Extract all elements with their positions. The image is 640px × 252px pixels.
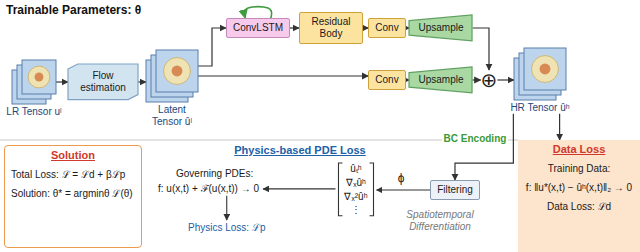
field-core <box>172 66 183 77</box>
node-label: Total Loss: ℒ = ℒd + βℒp <box>11 169 135 181</box>
field-core <box>35 73 44 82</box>
data-flow-arrow <box>473 28 489 70</box>
note: Spatiotemporal Differentiation <box>394 209 486 233</box>
tensor-frame <box>524 48 566 90</box>
tensor-slice <box>524 48 566 90</box>
data-flow-arrow <box>198 28 226 66</box>
data-flow-arrow <box>198 75 368 76</box>
sum-node: ⊕ <box>481 70 498 90</box>
solution-panel: SolutionTotal Loss: ℒ = ℒd + βℒpSolution… <box>4 145 142 248</box>
outline <box>409 67 472 93</box>
residual-block: Residual Body <box>299 12 363 44</box>
figure-heading: Trainable Parameters: θ <box>6 3 141 17</box>
field-pattern <box>164 58 191 85</box>
vector-entry: ⋮ <box>351 204 361 216</box>
node-label: Filtering <box>437 184 473 196</box>
panel-title: Solution <box>11 149 135 162</box>
flow-estimation-block: Flow estimation <box>68 64 138 100</box>
upsample-block: Upsample <box>409 15 472 41</box>
vector-bracket <box>370 163 374 216</box>
tensor-frame <box>22 60 56 94</box>
vector-entry: ûₜʰ <box>350 163 361 175</box>
node-label: Solution: θ* = argminθ ℒ(θ) <box>11 188 135 200</box>
equation-label: Governing PDEs: <box>176 168 253 180</box>
node-label: HR Tensor ûʰ <box>510 102 569 114</box>
field-pattern <box>28 66 50 88</box>
tensor-slice <box>22 60 56 94</box>
node-label: LR Tensor uˡ <box>6 106 61 118</box>
data-flow-arrow <box>473 79 481 80</box>
node-label: Data Loss: ℒd <box>524 201 634 213</box>
panel-title: Data Loss <box>524 143 634 156</box>
data-flow-arrow <box>290 27 299 28</box>
differentiation-arrow <box>377 189 431 190</box>
node-label: Conv <box>375 22 398 34</box>
operator-symbol: ϕ <box>398 171 405 185</box>
vector-entry: ∇ₓ²ûʰ <box>344 191 367 203</box>
data-flow-arrow <box>56 81 68 82</box>
data-flow-arrow <box>497 79 514 80</box>
outline <box>409 15 472 41</box>
section-divider <box>0 139 518 140</box>
latent-tensor: Latent Tensor ûˡ <box>144 50 200 128</box>
input-tensor: LR Tensor uˡ <box>6 60 61 118</box>
filtering-block: Filtering <box>430 180 480 200</box>
tensor-frame <box>156 50 198 92</box>
pde-arrow <box>263 188 335 189</box>
node-label: Upsample <box>418 74 463 86</box>
loss-arrow <box>226 196 227 220</box>
tensor-image <box>514 48 566 100</box>
field-pattern <box>532 56 559 83</box>
node-label: Residual Body <box>306 16 356 40</box>
node-label: Conv <box>375 74 398 86</box>
node-label: Latent Tensor ûˡ <box>144 104 200 128</box>
convlstm-block: ConvLSTM <box>226 18 290 38</box>
outline <box>68 64 138 100</box>
vector-bracket <box>338 163 342 216</box>
section-title: Physics-based PDE Loss <box>234 144 365 157</box>
conv-block: Conv <box>368 70 405 90</box>
edge-label: BC Encoding <box>442 133 509 145</box>
tensor-slice <box>156 50 198 92</box>
node-label: ⊕ <box>481 70 498 90</box>
tensor-image <box>146 50 198 102</box>
node-label: Training Data: <box>524 163 634 175</box>
loss-label: Physics Loss: ℒp <box>188 222 265 234</box>
node-label: Flow estimation <box>75 70 131 94</box>
node-label: f: ‖u*(x,t) − ûʰ(x,t)‖₂ → 0 <box>524 182 634 194</box>
data-loss-panel: Data LossTraining Data: f: ‖u*(x,t) − ûʰ(… <box>518 140 640 252</box>
output-tensor: HR Tensor ûʰ <box>510 48 569 114</box>
recurrent-loop <box>244 7 271 19</box>
conv-block: Conv <box>368 18 405 38</box>
upsample-block: Upsample <box>409 67 472 93</box>
field-core <box>540 64 551 75</box>
tensor-image <box>12 60 56 104</box>
node-label: ConvLSTM <box>233 22 283 34</box>
node-label: Upsample <box>418 22 463 34</box>
data-flow-arrow <box>559 114 560 140</box>
vector-entry: ∇ₓûʰ <box>346 177 366 189</box>
equation: f: u(x,t) + ℱ(u(x,t)) → 0 <box>158 183 259 195</box>
data-flow-arrow <box>455 114 513 180</box>
data-flow-arrow <box>138 81 146 82</box>
